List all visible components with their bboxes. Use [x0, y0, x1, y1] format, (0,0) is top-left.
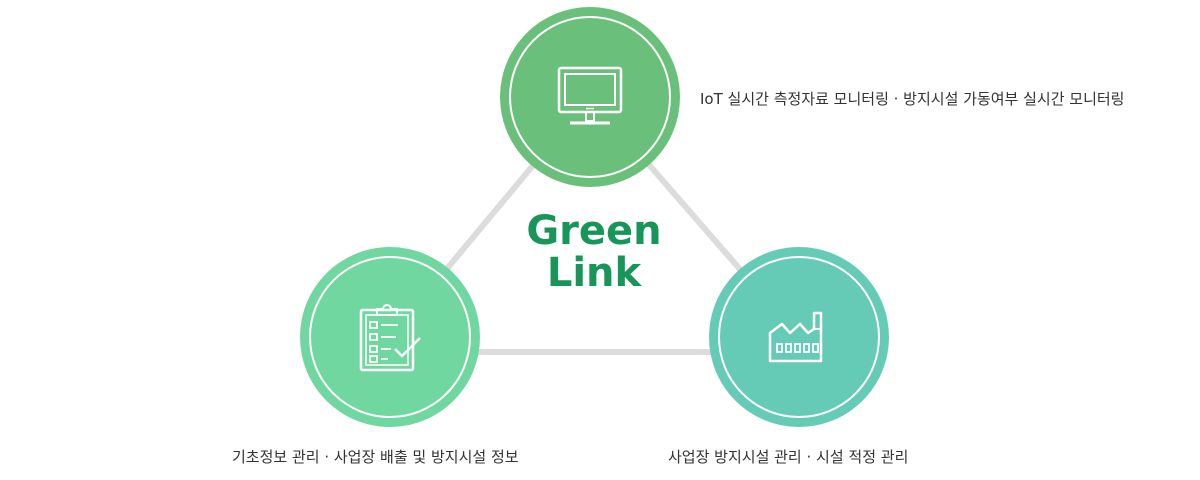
center-title: Green Link [500, 210, 688, 294]
caption-monitoring: IoT 실시간 측정자료 모니터링 · 방지시설 가동여부 실시간 모니터링 [700, 90, 1125, 108]
monitor-icon [557, 66, 623, 125]
node-basic-info [300, 247, 480, 427]
node-ring [309, 256, 471, 418]
node-monitoring [500, 7, 680, 187]
node-ring [718, 256, 880, 418]
node-ring [509, 16, 671, 178]
caption-facility: 사업장 방지시설 관리 · 시설 적정 관리 [668, 448, 909, 466]
caption-basic-info: 기초정보 관리 · 사업장 배출 및 방지시설 정보 [232, 448, 519, 466]
center-title-line2: Link [546, 250, 642, 296]
center-title-line1: Green [526, 208, 662, 254]
clipboard-checklist-icon [359, 304, 421, 372]
factory-icon [768, 311, 823, 363]
node-facility [709, 247, 889, 427]
